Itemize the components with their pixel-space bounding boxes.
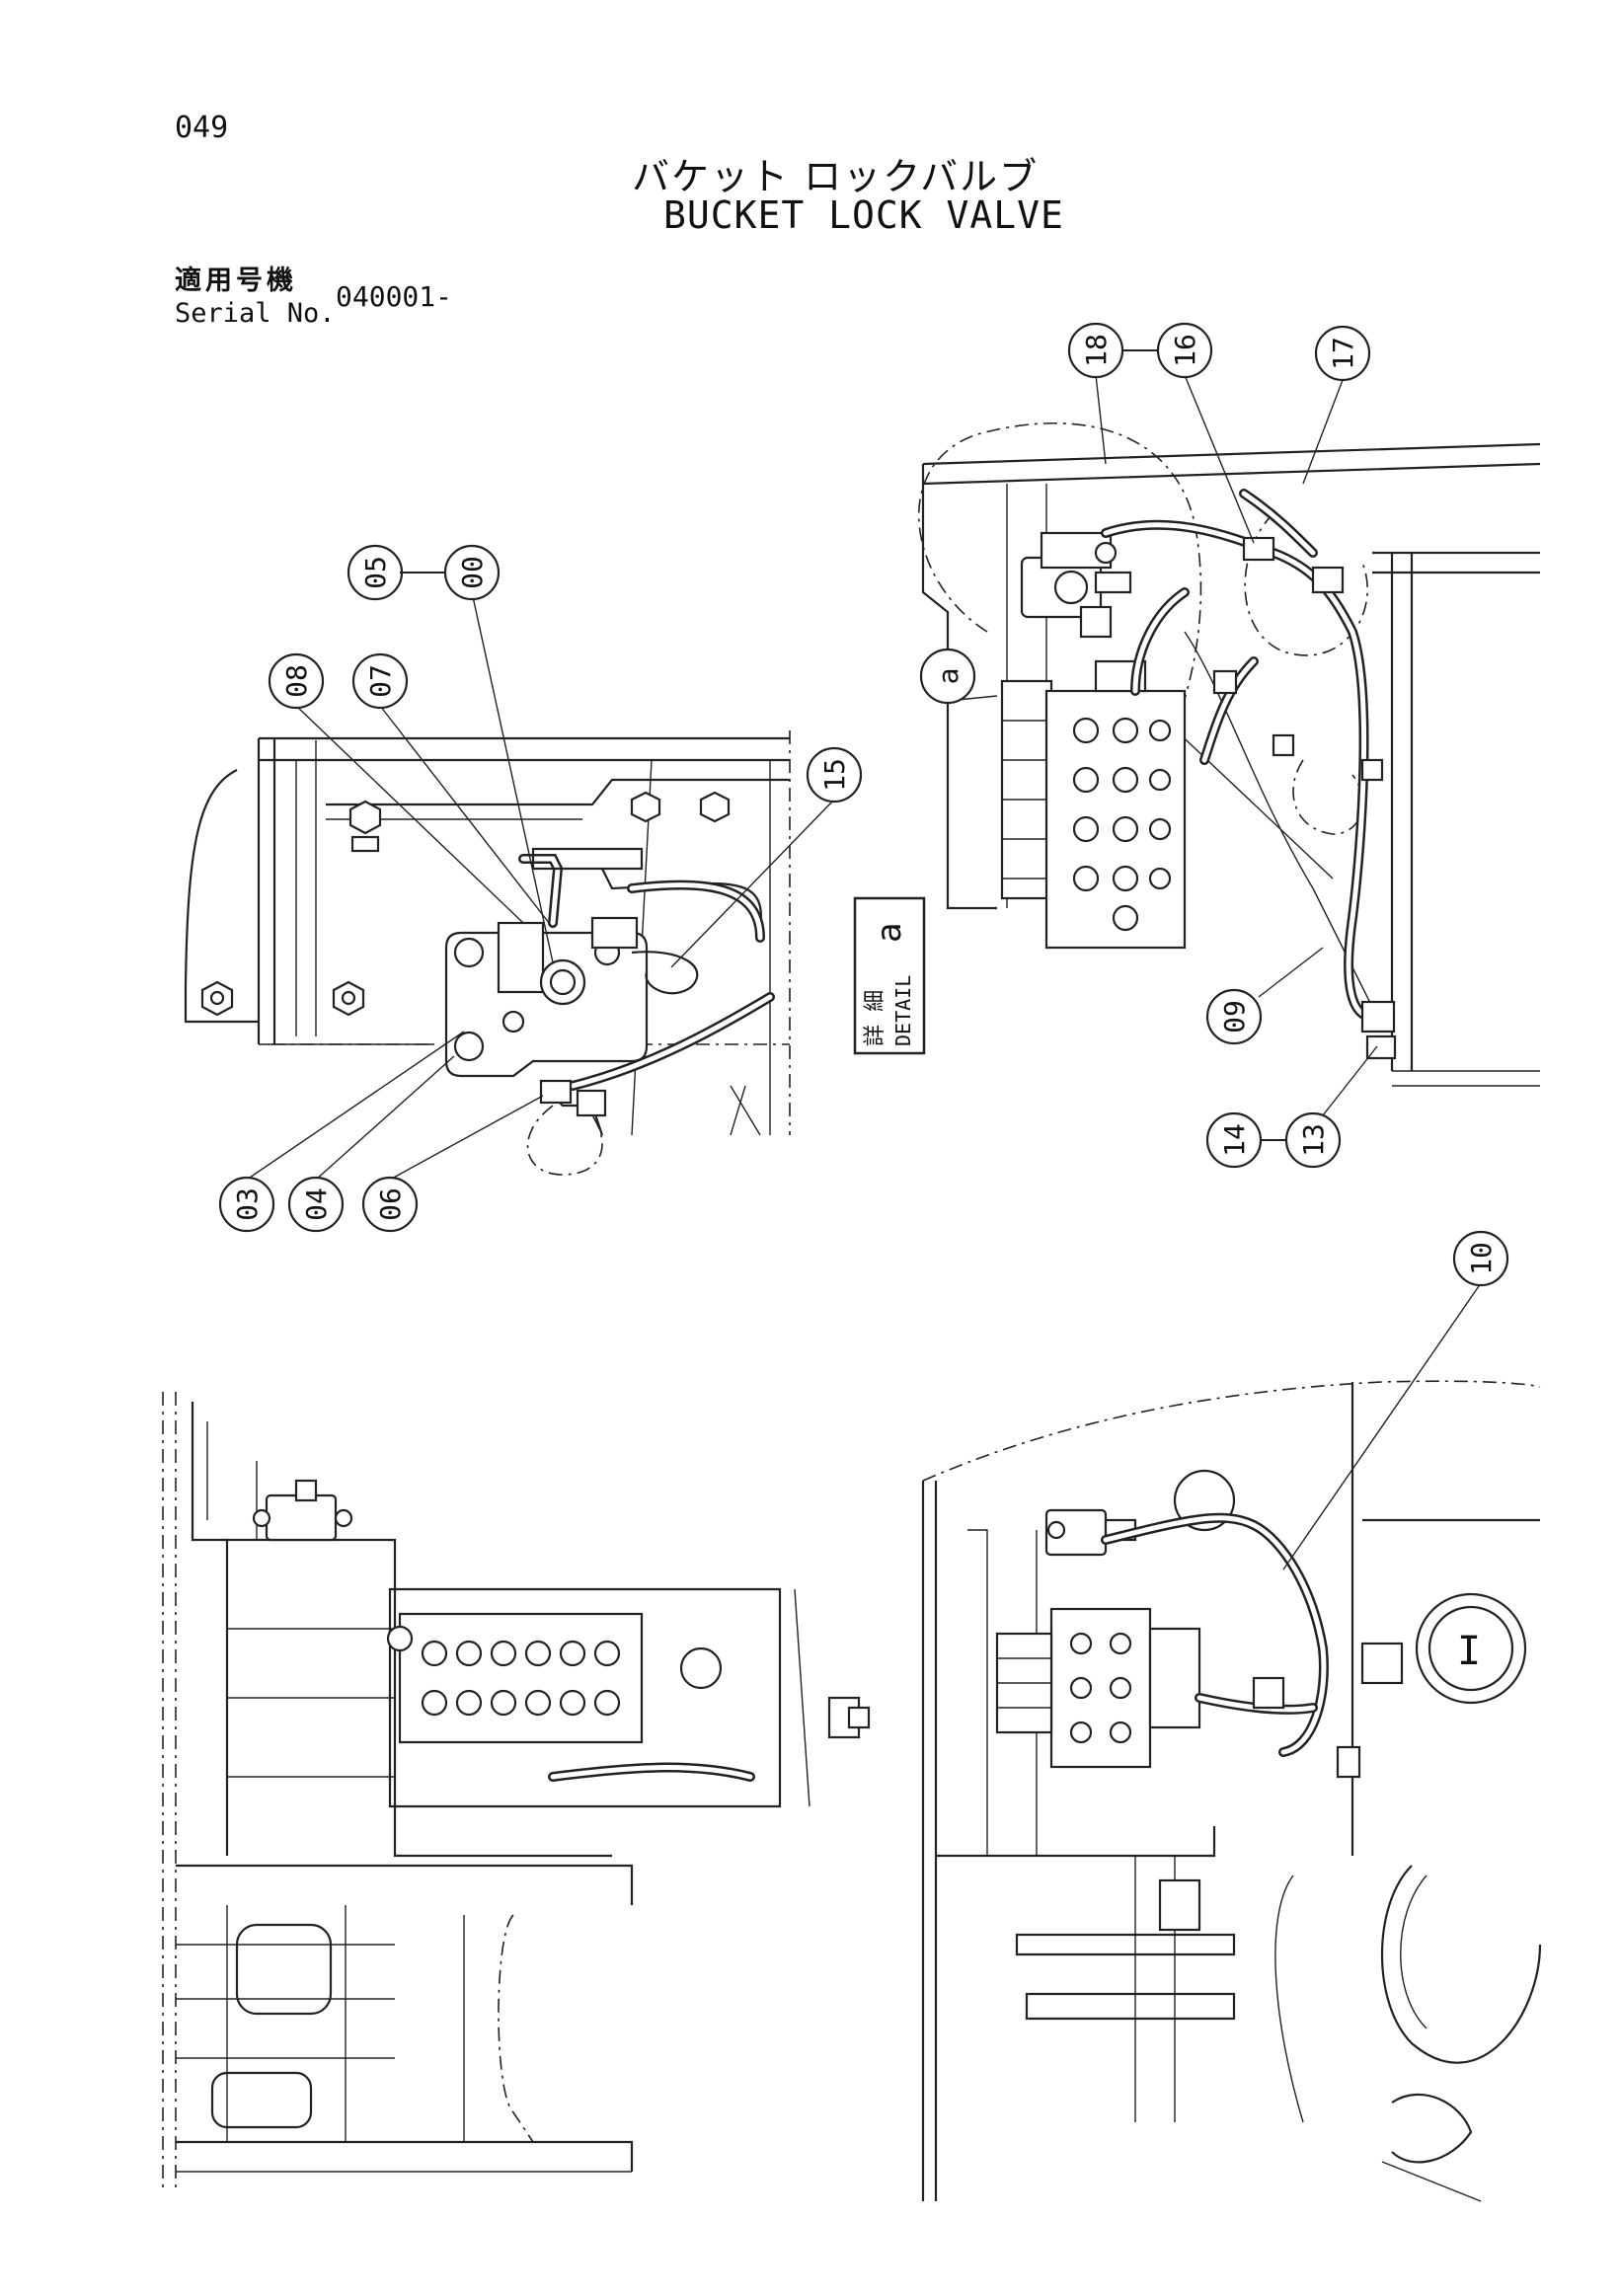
view-side — [162, 1392, 871, 2191]
top-view-upper-valve — [1044, 1508, 1137, 1557]
detail-label-japanese: 詳 細 — [863, 990, 887, 1046]
view-valve-closeup — [184, 591, 835, 1181]
bucket-lock-valve-body — [444, 916, 699, 1078]
callout-label: 13 — [1297, 1123, 1330, 1157]
callout-label: 05 — [359, 556, 392, 589]
callout-03: 03 — [218, 1176, 275, 1233]
view-top — [921, 1282, 1542, 2202]
callout-10: 10 — [1452, 1230, 1509, 1287]
callout-label: a — [932, 668, 964, 685]
bolt — [332, 980, 365, 1017]
callout-04: 04 — [287, 1176, 345, 1233]
swing-motor-cap-marker: I — [1457, 1629, 1481, 1674]
callout-label: 04 — [300, 1187, 333, 1221]
control-valve-stack — [1000, 659, 1187, 950]
serial-number-value: 040001- — [336, 280, 453, 313]
callout-label: 07 — [364, 664, 397, 698]
callout-label: 10 — [1465, 1242, 1498, 1275]
callout-14: 14 — [1205, 1111, 1263, 1169]
upper-valve — [1020, 531, 1132, 639]
callout-13: 13 — [1284, 1111, 1342, 1169]
callout-15: 15 — [806, 746, 863, 804]
title-japanese: バケット ロックバルブ — [632, 155, 1040, 198]
callout-label: 09 — [1218, 1000, 1251, 1033]
detail-label-english: DETAIL — [891, 975, 915, 1046]
callout-17: 17 — [1314, 325, 1371, 382]
serial-label-english: Serial No. — [175, 298, 336, 329]
detail-reference-letter: a — [870, 923, 909, 943]
top-view-control-valve — [995, 1607, 1201, 1769]
callout-16: 16 — [1156, 322, 1213, 379]
bolt — [348, 800, 382, 853]
callout-07: 07 — [351, 652, 409, 710]
callout-label: 18 — [1080, 334, 1113, 367]
title-english: BUCKET LOCK VALVE — [663, 193, 1064, 237]
callout-label: 00 — [456, 556, 489, 589]
callout-label: 16 — [1169, 334, 1201, 367]
callout-06: 06 — [361, 1176, 419, 1233]
callout-label: 08 — [280, 664, 313, 698]
callout-09: 09 — [1205, 988, 1263, 1045]
bolt — [630, 791, 731, 823]
serial-label-japanese: 適用号機 — [175, 266, 297, 296]
callout-label: 17 — [1327, 337, 1359, 370]
callout-18: 18 — [1067, 322, 1124, 379]
callout-05: 05 — [347, 544, 404, 601]
callout-label: 14 — [1218, 1123, 1251, 1157]
callout-label: 15 — [818, 758, 851, 792]
bolt — [200, 980, 234, 1017]
callout-a: a — [919, 648, 976, 705]
side-view-control-valve — [386, 1612, 644, 1744]
swing-motor-cap — [1415, 1592, 1527, 1705]
callout-00: 00 — [443, 544, 501, 601]
view-detail-a — [917, 374, 1541, 1116]
callout-label: 03 — [231, 1187, 264, 1221]
callout-08: 08 — [268, 652, 325, 710]
page-number: 049 — [175, 111, 229, 145]
callout-label: 06 — [374, 1187, 407, 1221]
detail-reference-box — [853, 896, 926, 1055]
side-view-upper-valve — [252, 1479, 353, 1542]
